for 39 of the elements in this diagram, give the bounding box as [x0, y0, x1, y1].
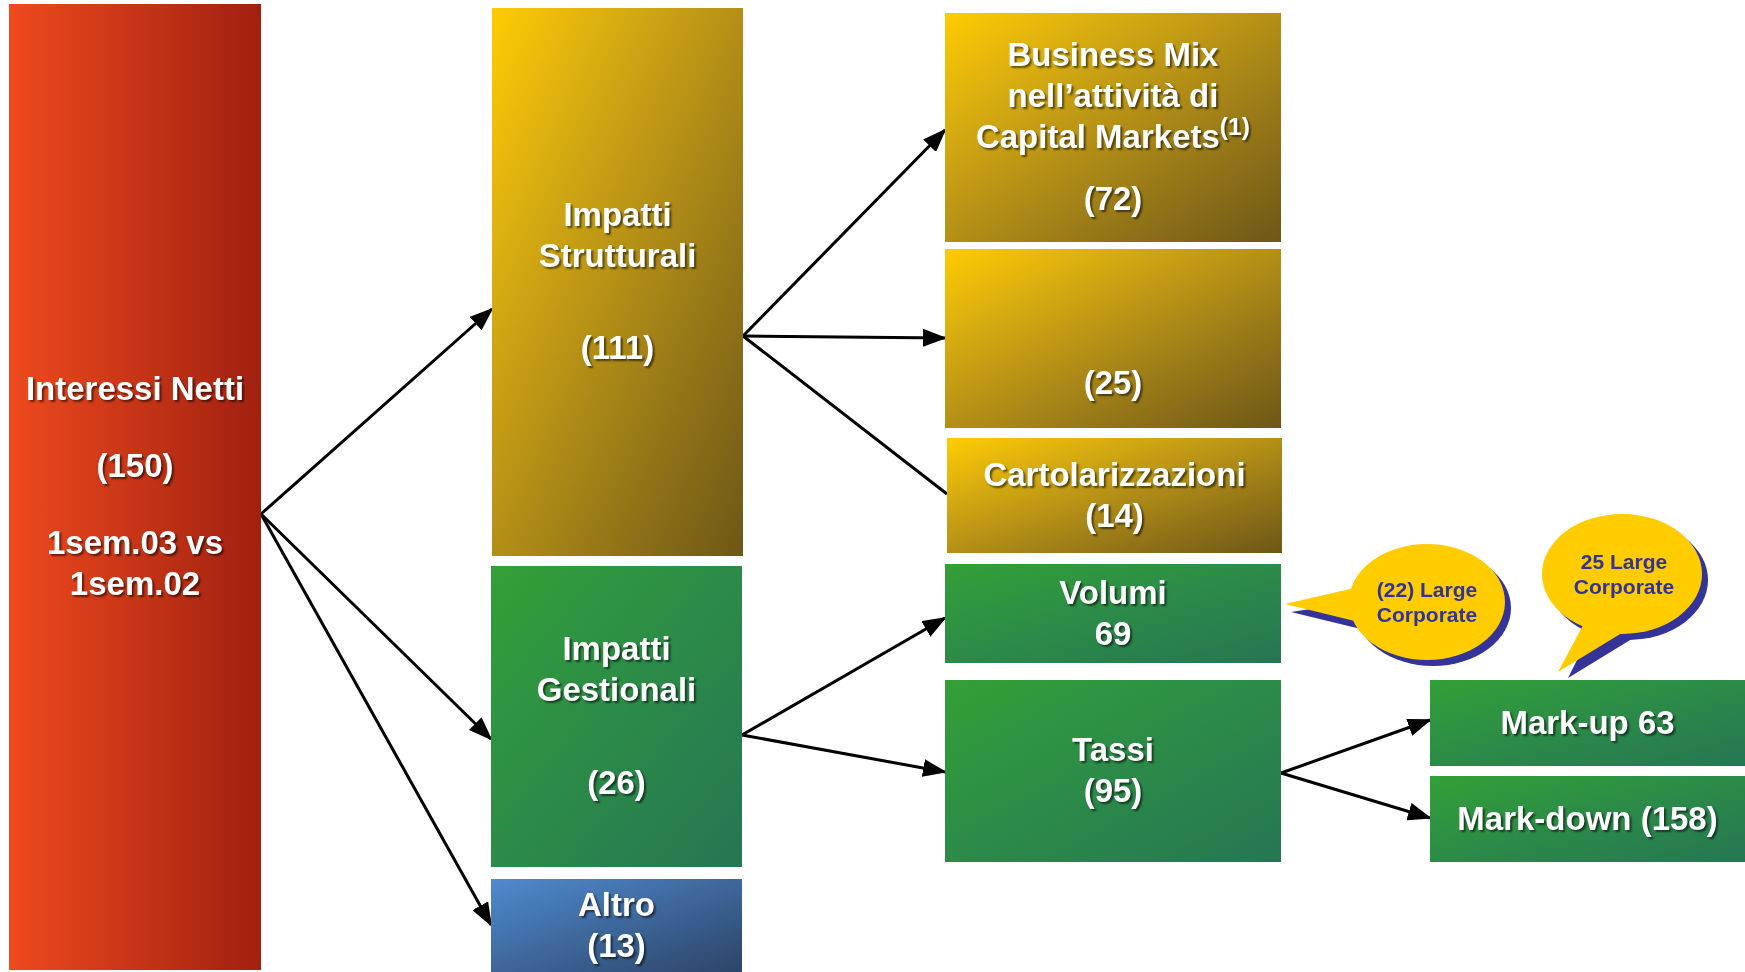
box-label: 69	[1093, 613, 1133, 654]
box-label: (26)	[586, 762, 647, 803]
category-box	[491, 879, 742, 972]
category-box	[491, 566, 742, 867]
callout-text: (22) Large Corporate	[1375, 576, 1479, 628]
box-label: (72)	[1082, 179, 1144, 220]
arrow	[260, 307, 494, 516]
category-box	[945, 249, 1281, 428]
box-label: Tassi	[1071, 730, 1155, 771]
category-box	[947, 438, 1282, 553]
box-label: (13)	[586, 925, 647, 966]
arrow	[741, 616, 947, 737]
category-box	[492, 8, 743, 556]
box-label: (150)	[95, 446, 175, 487]
box-label: Volumi	[1058, 572, 1168, 613]
callout-text: 25 Large Corporate	[1572, 548, 1676, 600]
box-label: Altro	[577, 884, 656, 925]
arrow	[1280, 718, 1432, 775]
box-label: 1sem.03 vs 1sem.02	[45, 523, 225, 604]
category-box	[1430, 680, 1745, 766]
arrow	[1280, 771, 1432, 821]
box-label: (14)	[1084, 495, 1145, 536]
category-box	[945, 680, 1281, 862]
category-box	[945, 13, 1281, 242]
arrow	[741, 733, 947, 777]
category-box	[945, 564, 1281, 663]
box-label: Mark-up 63	[1499, 702, 1676, 743]
box-label: Interessi Netti	[24, 369, 246, 410]
box-label: (25)	[1082, 363, 1144, 404]
arrow	[743, 328, 947, 347]
box-label: Impatti Strutturali	[537, 194, 698, 276]
box-label: Cartolarizzazioni	[982, 454, 1247, 495]
box-label: (95)	[1082, 771, 1144, 811]
category-box	[1430, 776, 1745, 862]
box-label: Business Mix nell’attività di Capital Markets$^{(1)}$	[974, 34, 1252, 157]
box-label: (111)	[579, 328, 656, 369]
summary-bar	[9, 4, 261, 970]
box-label: Mark-down (158)	[1456, 798, 1719, 839]
box-label: Impatti Gestionali	[535, 629, 698, 711]
